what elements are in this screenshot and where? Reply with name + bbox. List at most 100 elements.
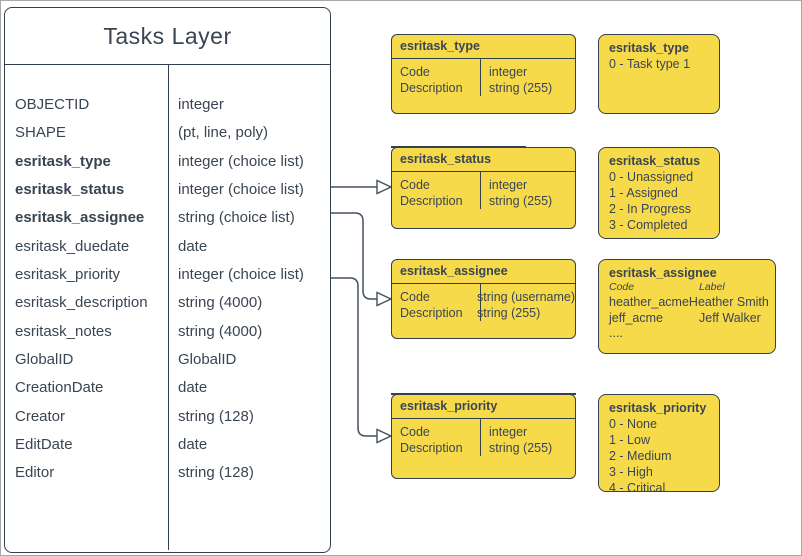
value-list-item: 2 - Medium xyxy=(609,449,672,463)
field-name: esritask_notes xyxy=(15,322,112,340)
domain-table-divider xyxy=(480,59,481,96)
value-list-item: 0 - None xyxy=(609,417,657,431)
field-type: string (4000) xyxy=(178,294,263,312)
value-list-item: 0 - Task type 1 xyxy=(609,57,691,71)
column-header-code: Code xyxy=(609,281,635,293)
value-list-row: heather_acme Heather Smith xyxy=(609,294,769,310)
value-list-values: 0 - Unassigned 1 - Assigned 2 - In Progres… xyxy=(609,169,709,233)
assignee-label: Jeff Walker xyxy=(699,311,761,325)
field-name: CreationDate xyxy=(15,379,104,397)
field-type: integer (choice list) xyxy=(178,181,304,199)
field-row: esritask_type integer (choice list) xyxy=(5,148,330,176)
domain-table-title: esritask_status xyxy=(392,148,575,172)
value-list-values: 0 - Task type 1 xyxy=(609,56,709,72)
field-row: Creator string (128) xyxy=(5,403,330,431)
field-type: string (choice list) xyxy=(178,209,295,227)
field-type: integer (choice list) xyxy=(178,266,304,284)
field-name: GlobalID xyxy=(15,351,74,369)
tasks-layer-title: Tasks Layer xyxy=(5,8,330,65)
value-list-assignee: esritask_assignee Code Label heather_acm… xyxy=(598,259,776,354)
domain-field-type: string (255) xyxy=(489,194,553,208)
domain-table-assignee: esritask_assignee Code Description strin… xyxy=(391,259,576,339)
field-type: date xyxy=(178,379,208,397)
domain-table-divider xyxy=(480,419,481,456)
value-list-item: 1 - Assigned xyxy=(609,186,678,200)
field-row: CreationDate date xyxy=(5,374,330,402)
value-list-type: esritask_type 0 - Task type 1 xyxy=(598,34,720,114)
value-list-columns: Code Label xyxy=(609,281,765,294)
value-list-item: 4 - Critical xyxy=(609,481,666,495)
domain-field: Description xyxy=(400,194,463,208)
domain-table-status: esritask_status Code Description integer… xyxy=(391,146,576,229)
field-name: esritask_type xyxy=(15,152,111,170)
domain-table-type: esritask_type Code Description integer s… xyxy=(391,34,576,114)
domain-field-type: string (255) xyxy=(489,441,553,455)
assignee-code: heather_acme xyxy=(609,295,689,309)
domain-field-type: string (255) xyxy=(477,306,541,320)
field-type: GlobalID xyxy=(178,351,237,369)
field-name: OBJECTID xyxy=(15,96,90,113)
domain-field-type: integer xyxy=(489,178,528,192)
field-name: Creator xyxy=(15,407,66,425)
field-row: GlobalID GlobalID xyxy=(5,346,330,374)
field-row: SHAPE (pt, line, poly) xyxy=(5,119,330,147)
field-name: esritask_status xyxy=(15,181,125,199)
field-type: (pt, line, poly) xyxy=(178,124,269,142)
connector-assignee xyxy=(331,212,378,300)
domain-table-divider xyxy=(480,284,481,321)
value-list-ellipsis: .... xyxy=(609,326,623,340)
arrowhead-status xyxy=(376,179,393,195)
field-name: SHAPE xyxy=(15,124,66,142)
domain-field: Code xyxy=(400,425,430,439)
column-divider xyxy=(168,65,169,550)
value-list-item: 3 - Completed xyxy=(609,218,688,232)
connector-priority xyxy=(331,277,378,437)
value-list-values: 0 - None 1 - Low 2 - Medium 3 - High 4 - Cri… xyxy=(609,416,709,496)
field-row: esritask_description string (4000) xyxy=(5,289,330,317)
value-list-title: esritask_status xyxy=(609,154,701,168)
field-name: esritask_description xyxy=(15,294,148,312)
field-name: esritask_duedate xyxy=(15,237,130,255)
field-name: EditDate xyxy=(15,436,73,454)
box-top-line xyxy=(391,393,576,395)
field-type: string (128) xyxy=(178,407,254,425)
field-name: esritask_priority xyxy=(15,266,121,284)
column-header-label: Label xyxy=(699,281,725,293)
field-name: esritask_assignee xyxy=(15,209,145,227)
domain-table-title: esritask_assignee xyxy=(392,260,575,284)
assignee-label: Heather Smith xyxy=(688,295,769,309)
domain-field-type: integer xyxy=(489,425,528,439)
box-top-line xyxy=(391,146,526,148)
domain-field: Code xyxy=(400,290,430,304)
value-list-title: esritask_assignee xyxy=(609,266,717,280)
assignee-code: jeff_acme xyxy=(609,311,663,325)
domain-table-title: esritask_priority xyxy=(392,395,575,419)
field-row: esritask_status integer (choice list) xyxy=(5,176,330,204)
field-row: OBJECTID integer xyxy=(5,91,330,119)
field-row: esritask_priority integer (choice list) xyxy=(5,261,330,289)
domain-field-type: string (255) xyxy=(489,81,553,95)
field-row: esritask_assignee string (choice list) xyxy=(5,204,330,232)
field-type: integer (choice list) xyxy=(178,152,304,170)
domain-table-divider xyxy=(480,172,481,209)
field-type: integer xyxy=(178,96,224,113)
value-list-item: 2 - In Progress xyxy=(609,202,691,216)
domain-field: Description xyxy=(400,306,463,320)
domain-table-title: esritask_type xyxy=(392,35,575,59)
domain-field: Description xyxy=(400,441,463,455)
value-list-title: esritask_priority xyxy=(609,401,707,415)
domain-field: Code xyxy=(400,65,430,79)
value-list-item: 3 - High xyxy=(609,465,653,479)
value-list-item: 0 - Unassigned xyxy=(609,170,694,184)
value-list-row: jeff_acme Jeff Walker xyxy=(609,310,765,326)
field-type: string (128) xyxy=(178,464,254,482)
field-type: date xyxy=(178,436,208,454)
value-list-item: 1 - Low xyxy=(609,433,650,447)
arrowhead-priority xyxy=(376,428,393,444)
